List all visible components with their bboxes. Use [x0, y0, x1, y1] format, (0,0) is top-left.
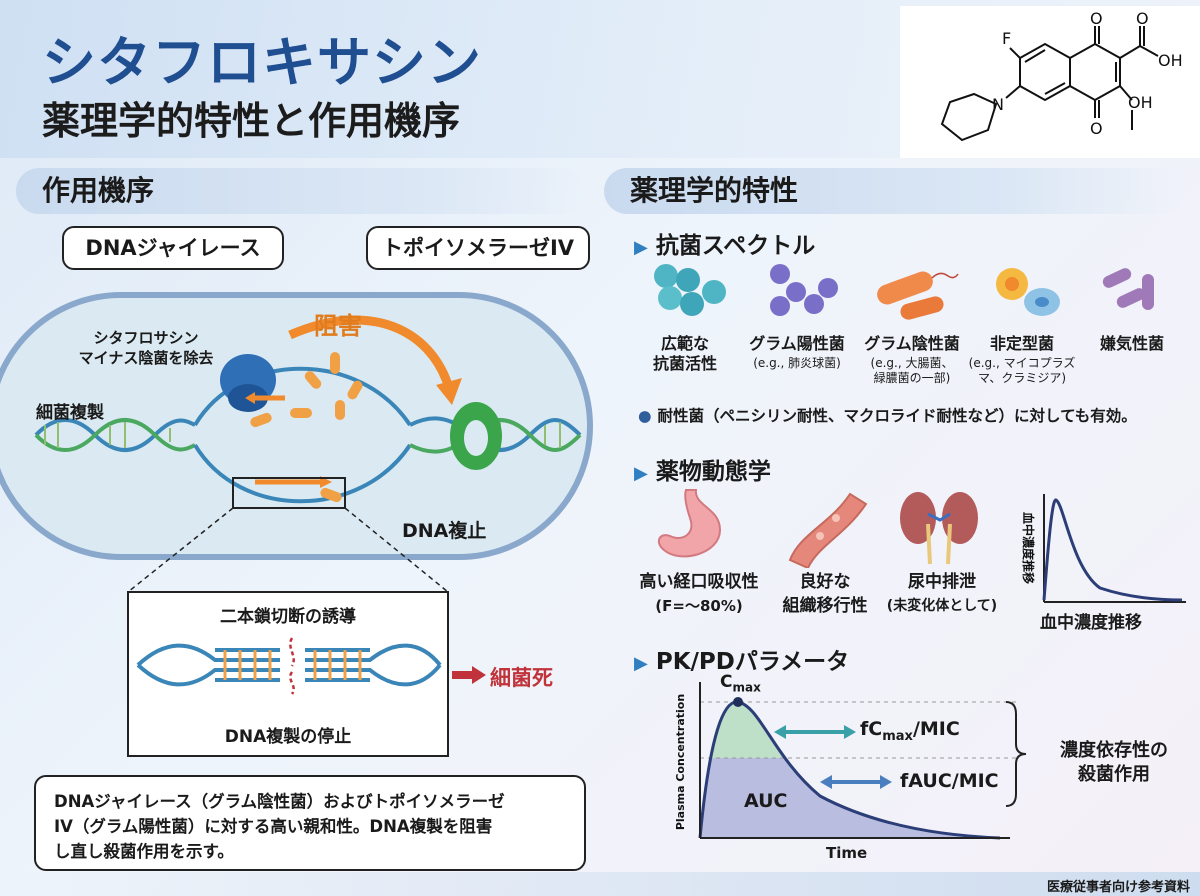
page-subtitle: 薬理学的特性と作用機序 [42, 99, 461, 143]
mini-chart-curve [1042, 498, 1183, 602]
bacteria-icons [654, 264, 1154, 320]
replication-label: 細菌複製 [36, 403, 104, 423]
note-line-1: DNAジャイレース（グラム陰性菌）およびトポイソメラーゼ [54, 792, 505, 811]
triangle-icon: ▶ [634, 237, 648, 258]
pkpd-heading: ▶PK/PDパラメータ [634, 649, 850, 675]
inhibit-arrow [288, 315, 453, 387]
dna-right-strand-a [409, 416, 582, 452]
drug-label-line1: シタフロサシン [93, 329, 199, 347]
zoom-region [232, 477, 346, 509]
pk-item-1-sub: 組織移行性 [782, 596, 868, 616]
gyrase-label: DNAジャイレース [62, 226, 284, 270]
inhibit-label: 阻害 [314, 312, 362, 340]
cmax-label: Cmax [720, 672, 761, 695]
triangle-icon: ▶ [634, 463, 648, 484]
auc-area [700, 758, 1000, 838]
pk-item-0-label: 高い経口吸収性 [639, 572, 759, 592]
atypical-icon [996, 268, 1060, 316]
mini-concentration-chart: 血中濃度推移 [1021, 494, 1186, 603]
dna-left-strand-a [34, 418, 196, 452]
drug-molecules [250, 352, 363, 503]
acid-oxygen: O [1136, 9, 1149, 28]
hydroxyl: OH [1128, 93, 1153, 112]
resistance-note: ●耐性菌（ペニシリン耐性、マクロライド耐性など）に対しても有効。 [638, 407, 1137, 425]
spectrum-item-0-label: 広範な 抗菌活性 [652, 334, 717, 373]
pk-item-2-label: 尿中排泄 [908, 572, 976, 592]
drug-label-line2: マイナス陰菌を除去 [78, 349, 214, 367]
spectrum-item-3-sub: (e.g., マイコプラズ マ、クラミジア) [968, 356, 1076, 385]
auc-label: AUC [744, 790, 788, 812]
kidney-icon [900, 492, 978, 565]
cmax-area [710, 701, 785, 758]
atom-o-top: O [1090, 9, 1103, 28]
cmax-point [733, 697, 743, 707]
zoom-top-label: 二本鎖切断の誘導 [220, 607, 356, 627]
footer-text: 医療従事者向け参考資料 [1046, 880, 1190, 895]
structure-drawing: F N O O O OH OH [940, 9, 1183, 142]
strand-break [289, 637, 295, 695]
concentration-curve [698, 700, 1001, 840]
pk-item-1-label: 良好な [799, 572, 851, 592]
spectrum-item-2-label: グラム陰性菌 [864, 334, 960, 353]
zoom-inset [127, 591, 449, 757]
pkpd-xlabel: Time [826, 844, 868, 862]
dna-right-strand-b [409, 418, 582, 454]
pk-item-0-sub: (F=〜80%) [655, 597, 743, 615]
atom-n: N [992, 95, 1004, 114]
cocci-cluster-icon [654, 264, 726, 316]
gram-negative-icon [877, 271, 959, 320]
mini-chart-caption: 血中濃度推移 [1040, 613, 1142, 633]
fcmax-label: fCmax/MIC [860, 718, 960, 744]
spectrum-heading: ▶抗菌スペクトル [634, 233, 816, 259]
anaerobic-icon [1102, 268, 1154, 310]
acid-oh: OH [1158, 51, 1183, 70]
page-title: シタフロキサシン [42, 31, 482, 94]
stomach-icon [657, 489, 722, 558]
topo-label: トポイソメラーゼIV [366, 226, 590, 270]
mechanism-heading: 作用機序 [16, 168, 586, 214]
dna-stop-label: DNA複止 [402, 520, 487, 542]
bracket [1005, 701, 1027, 807]
fauc-label: fAUC/MIC [900, 770, 999, 792]
pharmacology-heading: 薬理学的特性 [604, 168, 1184, 214]
note-line-2: IV（グラム陽性菌）に対する高い親和性。DNA複製を阻害 [54, 817, 493, 836]
triangle-icon: ▶ [634, 653, 648, 674]
mini-chart-ylabel: 血中濃度推移 [1021, 512, 1036, 584]
pk-heading: ▶薬物動態学 [634, 459, 771, 485]
footer-band [0, 872, 1200, 896]
spectrum-item-3-label: 非定型菌 [989, 334, 1054, 353]
death-label: 細菌死 [490, 666, 553, 690]
gram-positive-icon [770, 264, 838, 316]
pk-icons [657, 489, 978, 568]
dna-bubble-top [193, 366, 412, 427]
bracket-label-line2: 殺菌作用 [1078, 764, 1150, 785]
bacterial-cell [0, 292, 593, 560]
tissue-icon [788, 492, 868, 568]
atom-o-bottom: O [1090, 119, 1103, 138]
mechanism-diagram [0, 292, 593, 757]
zoom-bottom-label: DNA複製の停止 [224, 727, 352, 747]
spectrum-item-2-sub: (e.g., 大腸菌、 緑膿菌の一部) [870, 356, 954, 385]
bullet-icon: ● [638, 407, 652, 425]
pkpd-ylabel: Plasma Concentration [674, 694, 687, 830]
dna-bubble-bottom [193, 443, 412, 504]
spectrum-item-1-label: グラム陽性菌 [749, 334, 845, 353]
pk-item-2-sub: (未変化体として) [886, 598, 998, 614]
spectrum-item-1-sub: (e.g., 肺炎球菌) [753, 356, 841, 370]
atom-f: F [1002, 29, 1011, 48]
pkpd-chart: Plasma Concentration [674, 682, 1020, 840]
chemical-structure: F N O O O OH OH [900, 6, 1200, 158]
spectrum-item-4-label: 嫌気性菌 [1099, 334, 1164, 353]
mechanism-note: DNAジャイレース（グラム陰性菌）およびトポイソメラーゼ IV（グラム陽性菌）に… [34, 775, 586, 871]
note-line-3: し直し殺菌作用を示す。 [54, 842, 234, 861]
bracket-label-line1: 濃度依存性の [1060, 740, 1168, 761]
dna-left-strand-b [34, 418, 196, 452]
